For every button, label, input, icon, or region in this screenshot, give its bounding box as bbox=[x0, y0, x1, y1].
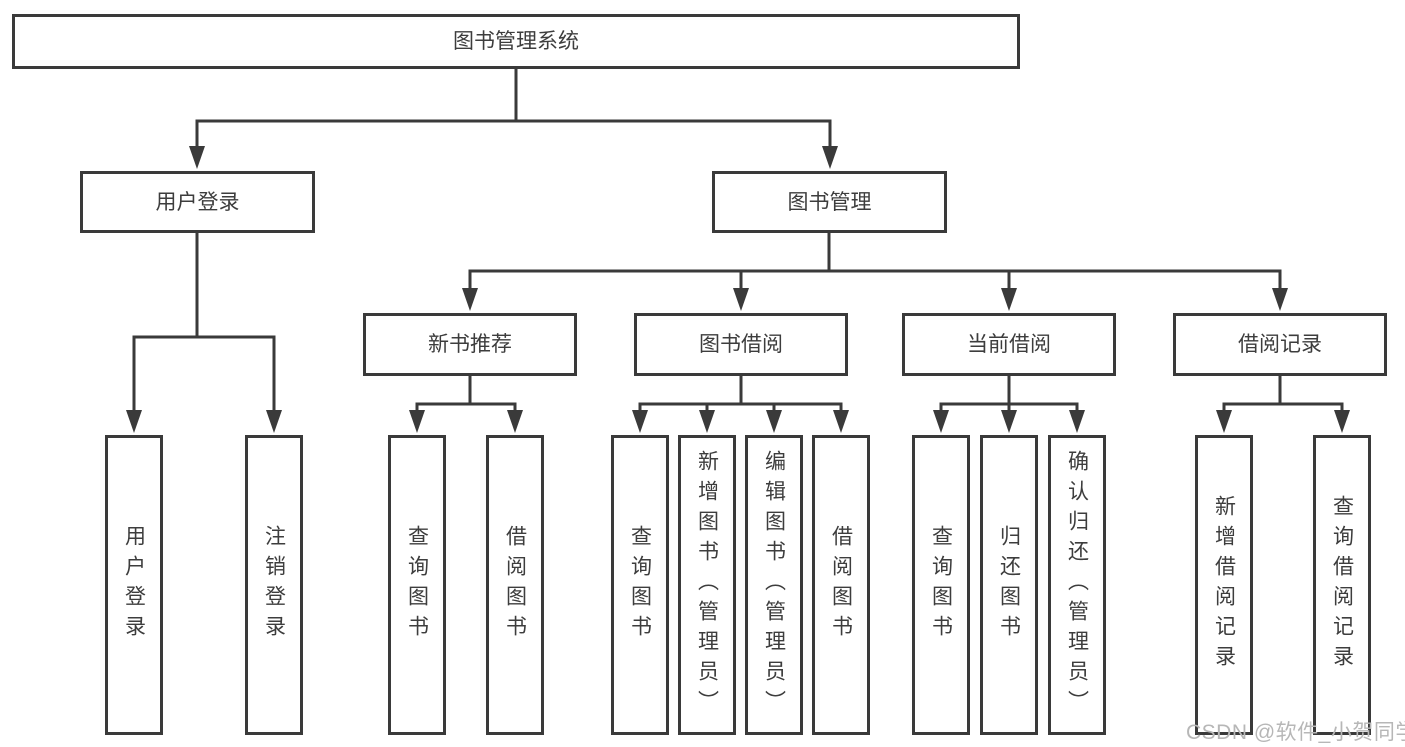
node-book-borrow: 图书借阅 bbox=[634, 313, 848, 376]
node-book-borrow-label: 图书借阅 bbox=[699, 333, 783, 356]
leaf-borrow-add-book-label: 新增图书（管理员） bbox=[695, 450, 719, 720]
leaf-records-query-record: 查询借阅记录 bbox=[1313, 435, 1371, 735]
leaf-logout-label: 注销登录 bbox=[262, 525, 286, 645]
connector-book-management-branch bbox=[462, 233, 1288, 311]
node-current-borrow-label: 当前借阅 bbox=[967, 333, 1051, 356]
leaf-recommend-borrow-book-label: 借阅图书 bbox=[503, 525, 527, 645]
connector-borrow-records-branch bbox=[1216, 376, 1350, 433]
connector-book-borrow-branch bbox=[632, 376, 849, 433]
leaf-recommend-query-book-label: 查询图书 bbox=[405, 525, 429, 645]
leaf-current-confirm-return: 确认归还（管理员） bbox=[1048, 435, 1106, 735]
leaf-borrow-edit-book: 编辑图书（管理员） bbox=[745, 435, 803, 735]
node-root: 图书管理系统 bbox=[12, 14, 1020, 69]
node-new-book-recommend: 新书推荐 bbox=[363, 313, 577, 376]
leaf-user-login-label: 用户登录 bbox=[122, 525, 146, 645]
leaf-borrow-borrow-book: 借阅图书 bbox=[812, 435, 870, 735]
connector-new-book-recommend-branch bbox=[409, 376, 523, 433]
connector-user-login-branch bbox=[126, 233, 282, 433]
leaf-recommend-query-book: 查询图书 bbox=[388, 435, 446, 735]
leaf-records-add-record: 新增借阅记录 bbox=[1195, 435, 1253, 735]
node-user-login: 用户登录 bbox=[80, 171, 315, 233]
leaf-borrow-query-book-label: 查询图书 bbox=[628, 525, 652, 645]
node-book-management-label: 图书管理 bbox=[787, 190, 872, 214]
leaf-records-add-record-label: 新增借阅记录 bbox=[1212, 495, 1236, 675]
leaf-current-query-book: 查询图书 bbox=[912, 435, 970, 735]
leaf-borrow-query-book: 查询图书 bbox=[611, 435, 669, 735]
leaf-logout: 注销登录 bbox=[245, 435, 303, 735]
leaf-current-return-book-label: 归还图书 bbox=[997, 525, 1021, 645]
leaf-current-return-book: 归还图书 bbox=[980, 435, 1038, 735]
connector-current-borrow-branch bbox=[933, 376, 1085, 433]
connector-root-to-level2 bbox=[189, 69, 838, 169]
node-book-management: 图书管理 bbox=[712, 171, 947, 233]
node-borrow-records-label: 借阅记录 bbox=[1238, 333, 1322, 356]
leaf-borrow-borrow-book-label: 借阅图书 bbox=[829, 525, 853, 645]
leaf-borrow-add-book: 新增图书（管理员） bbox=[678, 435, 736, 735]
leaf-records-query-record-label: 查询借阅记录 bbox=[1330, 495, 1354, 675]
node-root-label: 图书管理系统 bbox=[453, 30, 579, 53]
leaf-user-login: 用户登录 bbox=[105, 435, 163, 735]
node-borrow-records: 借阅记录 bbox=[1173, 313, 1387, 376]
node-user-login-label: 用户登录 bbox=[155, 190, 240, 214]
leaf-current-confirm-return-label: 确认归还（管理员） bbox=[1065, 450, 1089, 720]
node-new-book-recommend-label: 新书推荐 bbox=[428, 333, 512, 356]
leaf-recommend-borrow-book: 借阅图书 bbox=[486, 435, 544, 735]
csdn-watermark: CSDN @软件_小贺同学 bbox=[1186, 721, 1405, 744]
node-current-borrow: 当前借阅 bbox=[902, 313, 1116, 376]
leaf-borrow-edit-book-label: 编辑图书（管理员） bbox=[762, 450, 786, 720]
leaf-current-query-book-label: 查询图书 bbox=[929, 525, 953, 645]
